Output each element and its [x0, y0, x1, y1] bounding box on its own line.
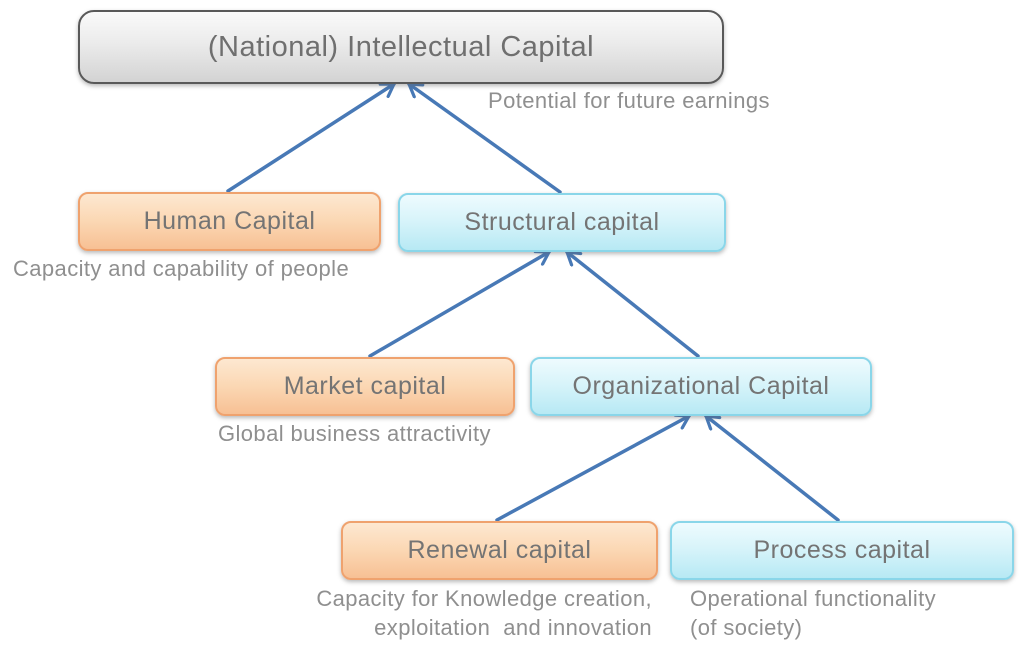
arrow-process-to-organizational: [704, 414, 840, 522]
node-human-capital: Human Capital: [78, 192, 381, 251]
node-structural-capital: Structural capital: [398, 193, 726, 252]
caption-capacity-capability-people: Capacity and capability of people: [13, 256, 350, 281]
node-organizational-capital: Organizational Capital: [530, 357, 872, 416]
node-market-capital: Market capital: [215, 357, 515, 416]
caption-potential-future-earnings: Potential for future earnings: [488, 88, 770, 113]
node-national-intellectual-capital: (National) Intellectual Capital: [78, 10, 724, 84]
arrow-human-to-intellectual: [226, 82, 396, 193]
caption-global-business-attractivity: Global business attractivity: [218, 421, 491, 446]
caption-operational-functionality: Operational functionality (of society): [690, 586, 937, 640]
arrow-renewal-to-organizational: [495, 416, 691, 522]
caption-knowledge-creation: Capacity for Knowledge creation, exploit…: [316, 586, 652, 640]
arrow-organizational-to-structural: [565, 250, 700, 358]
node-renewal-capital: Renewal capital: [341, 521, 658, 580]
arrow-market-to-structural: [368, 252, 551, 358]
arrow-structural-to-intellectual: [407, 82, 562, 194]
node-process-capital: Process capital: [670, 521, 1014, 580]
